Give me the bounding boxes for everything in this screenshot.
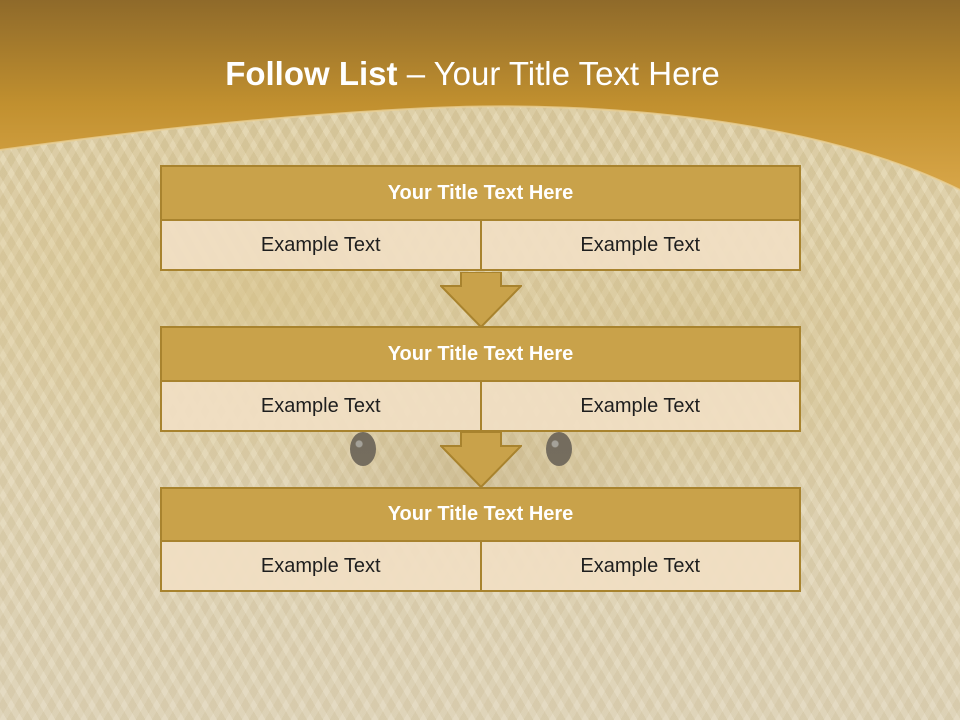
list-block-1: Your Title Text Here Example Text Exampl… (160, 165, 801, 271)
slide-title: Follow List – Your Title Text Here (0, 55, 945, 93)
snake-eye-right (546, 432, 572, 466)
down-arrow-icon (440, 272, 522, 328)
down-arrow-icon (440, 432, 522, 488)
block-row: Example Text Example Text (160, 542, 801, 592)
slide-title-bold: Follow List (225, 55, 398, 92)
snake-eye-left (350, 432, 376, 466)
block-row: Example Text Example Text (160, 221, 801, 271)
block-cell-right: Example Text (481, 221, 801, 271)
block-title: Your Title Text Here (160, 326, 801, 382)
block-row: Example Text Example Text (160, 382, 801, 432)
block-cell-right: Example Text (481, 382, 801, 432)
list-block-2: Your Title Text Here Example Text Exampl… (160, 326, 801, 432)
block-cell-left: Example Text (160, 542, 482, 592)
block-title: Your Title Text Here (160, 487, 801, 542)
block-title: Your Title Text Here (160, 165, 801, 221)
slide-title-rest: – Your Title Text Here (397, 55, 720, 92)
block-cell-left: Example Text (160, 382, 482, 432)
block-cell-left: Example Text (160, 221, 482, 271)
block-cell-right: Example Text (481, 542, 801, 592)
list-block-3: Your Title Text Here Example Text Exampl… (160, 487, 801, 592)
header-banner (0, 0, 960, 191)
